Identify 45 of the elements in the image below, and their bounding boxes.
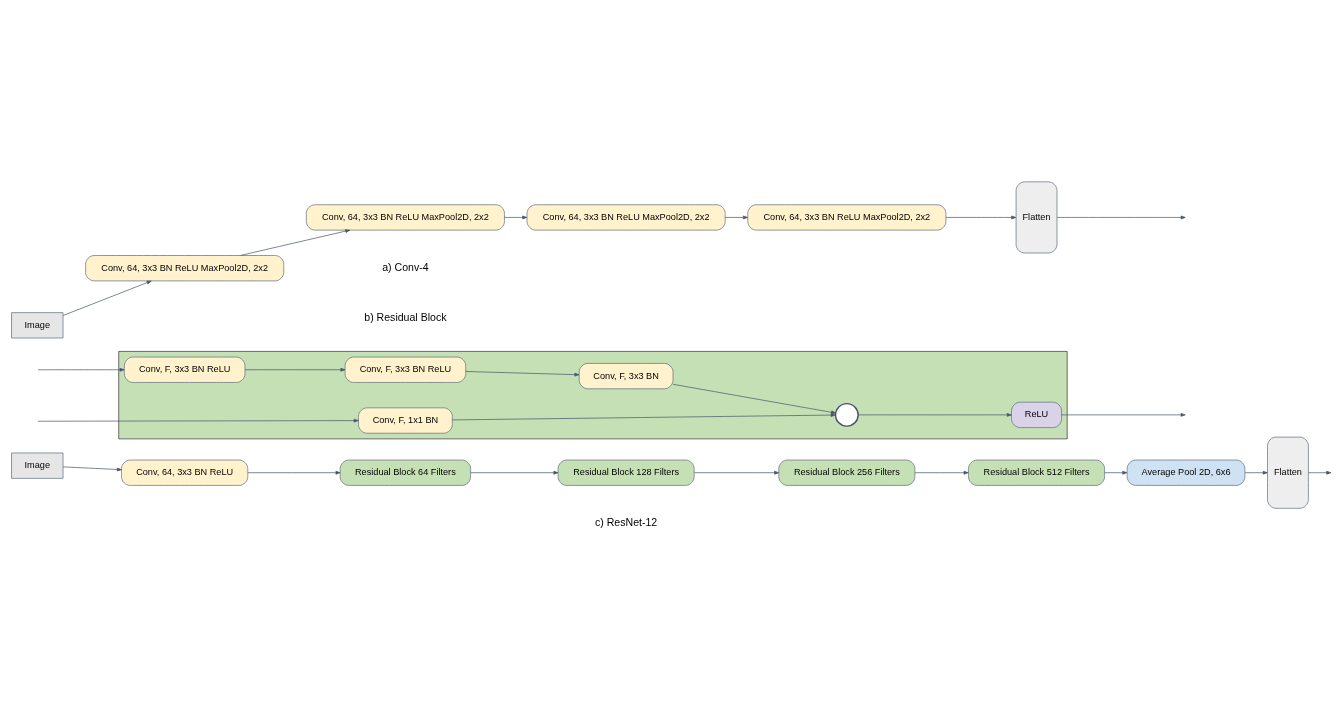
node-box: Image bbox=[11, 452, 64, 479]
arrow bbox=[465, 370, 580, 376]
arrow bbox=[672, 383, 837, 414]
arrow bbox=[452, 412, 836, 420]
arrow bbox=[247, 470, 341, 475]
node-box: ReLU bbox=[1011, 401, 1062, 428]
node-box: Conv, F, 3x3 BN bbox=[578, 362, 674, 389]
node-box: Conv, 64, 3x3 BN ReLU MaxPool2D, 2x2 bbox=[85, 254, 285, 281]
arrow bbox=[857, 412, 1012, 417]
node-box: Average Pool 2D, 6x6 bbox=[1126, 459, 1246, 486]
arrow bbox=[62, 280, 152, 316]
node-box: Image bbox=[11, 311, 64, 338]
arrow bbox=[1244, 470, 1268, 475]
node-box: Residual Block 512 Filters bbox=[968, 459, 1105, 486]
arrow bbox=[37, 418, 359, 422]
label: b) Residual Block bbox=[364, 310, 447, 323]
node-box: Conv, F, 3x3 BN ReLU bbox=[124, 356, 246, 383]
node-box: Conv, 64, 3x3 BN ReLU MaxPool2D, 2x2 bbox=[305, 203, 505, 230]
arrow bbox=[37, 367, 125, 372]
node-box: Conv, 64, 3x3 BN ReLU MaxPool2D, 2x2 bbox=[747, 203, 947, 230]
node-circle bbox=[834, 402, 859, 427]
node-box: Conv, F, 3x3 BN ReLU bbox=[344, 356, 467, 383]
arrow bbox=[504, 215, 528, 219]
arrow bbox=[1056, 215, 1186, 219]
node-box: Conv, F, 1x1 BN bbox=[358, 406, 453, 434]
arrow bbox=[62, 466, 122, 471]
label: c) ResNet-12 bbox=[595, 515, 658, 528]
arrow bbox=[1104, 470, 1128, 475]
label: a) Conv-4 bbox=[382, 260, 429, 273]
arrow bbox=[240, 228, 351, 256]
node-box: Residual Block 128 Filters bbox=[557, 459, 695, 486]
arrow bbox=[1061, 412, 1186, 417]
arrow bbox=[724, 215, 748, 219]
node-box: Flatten bbox=[1015, 180, 1058, 253]
node-box: Residual Block 256 Filters bbox=[778, 459, 916, 486]
node-box: Conv, 64, 3x3 BN ReLU bbox=[121, 459, 249, 486]
arrow bbox=[914, 470, 969, 475]
arrow bbox=[244, 367, 346, 372]
node-box: Conv, 64, 3x3 BN ReLU MaxPool2D, 2x2 bbox=[526, 203, 726, 230]
arrow bbox=[470, 470, 559, 475]
arrow bbox=[945, 215, 1017, 219]
arrow bbox=[694, 470, 780, 475]
node-box: Residual Block 64 Filters bbox=[339, 459, 471, 486]
arrow bbox=[1308, 470, 1332, 475]
node-box: Flatten bbox=[1267, 436, 1309, 509]
